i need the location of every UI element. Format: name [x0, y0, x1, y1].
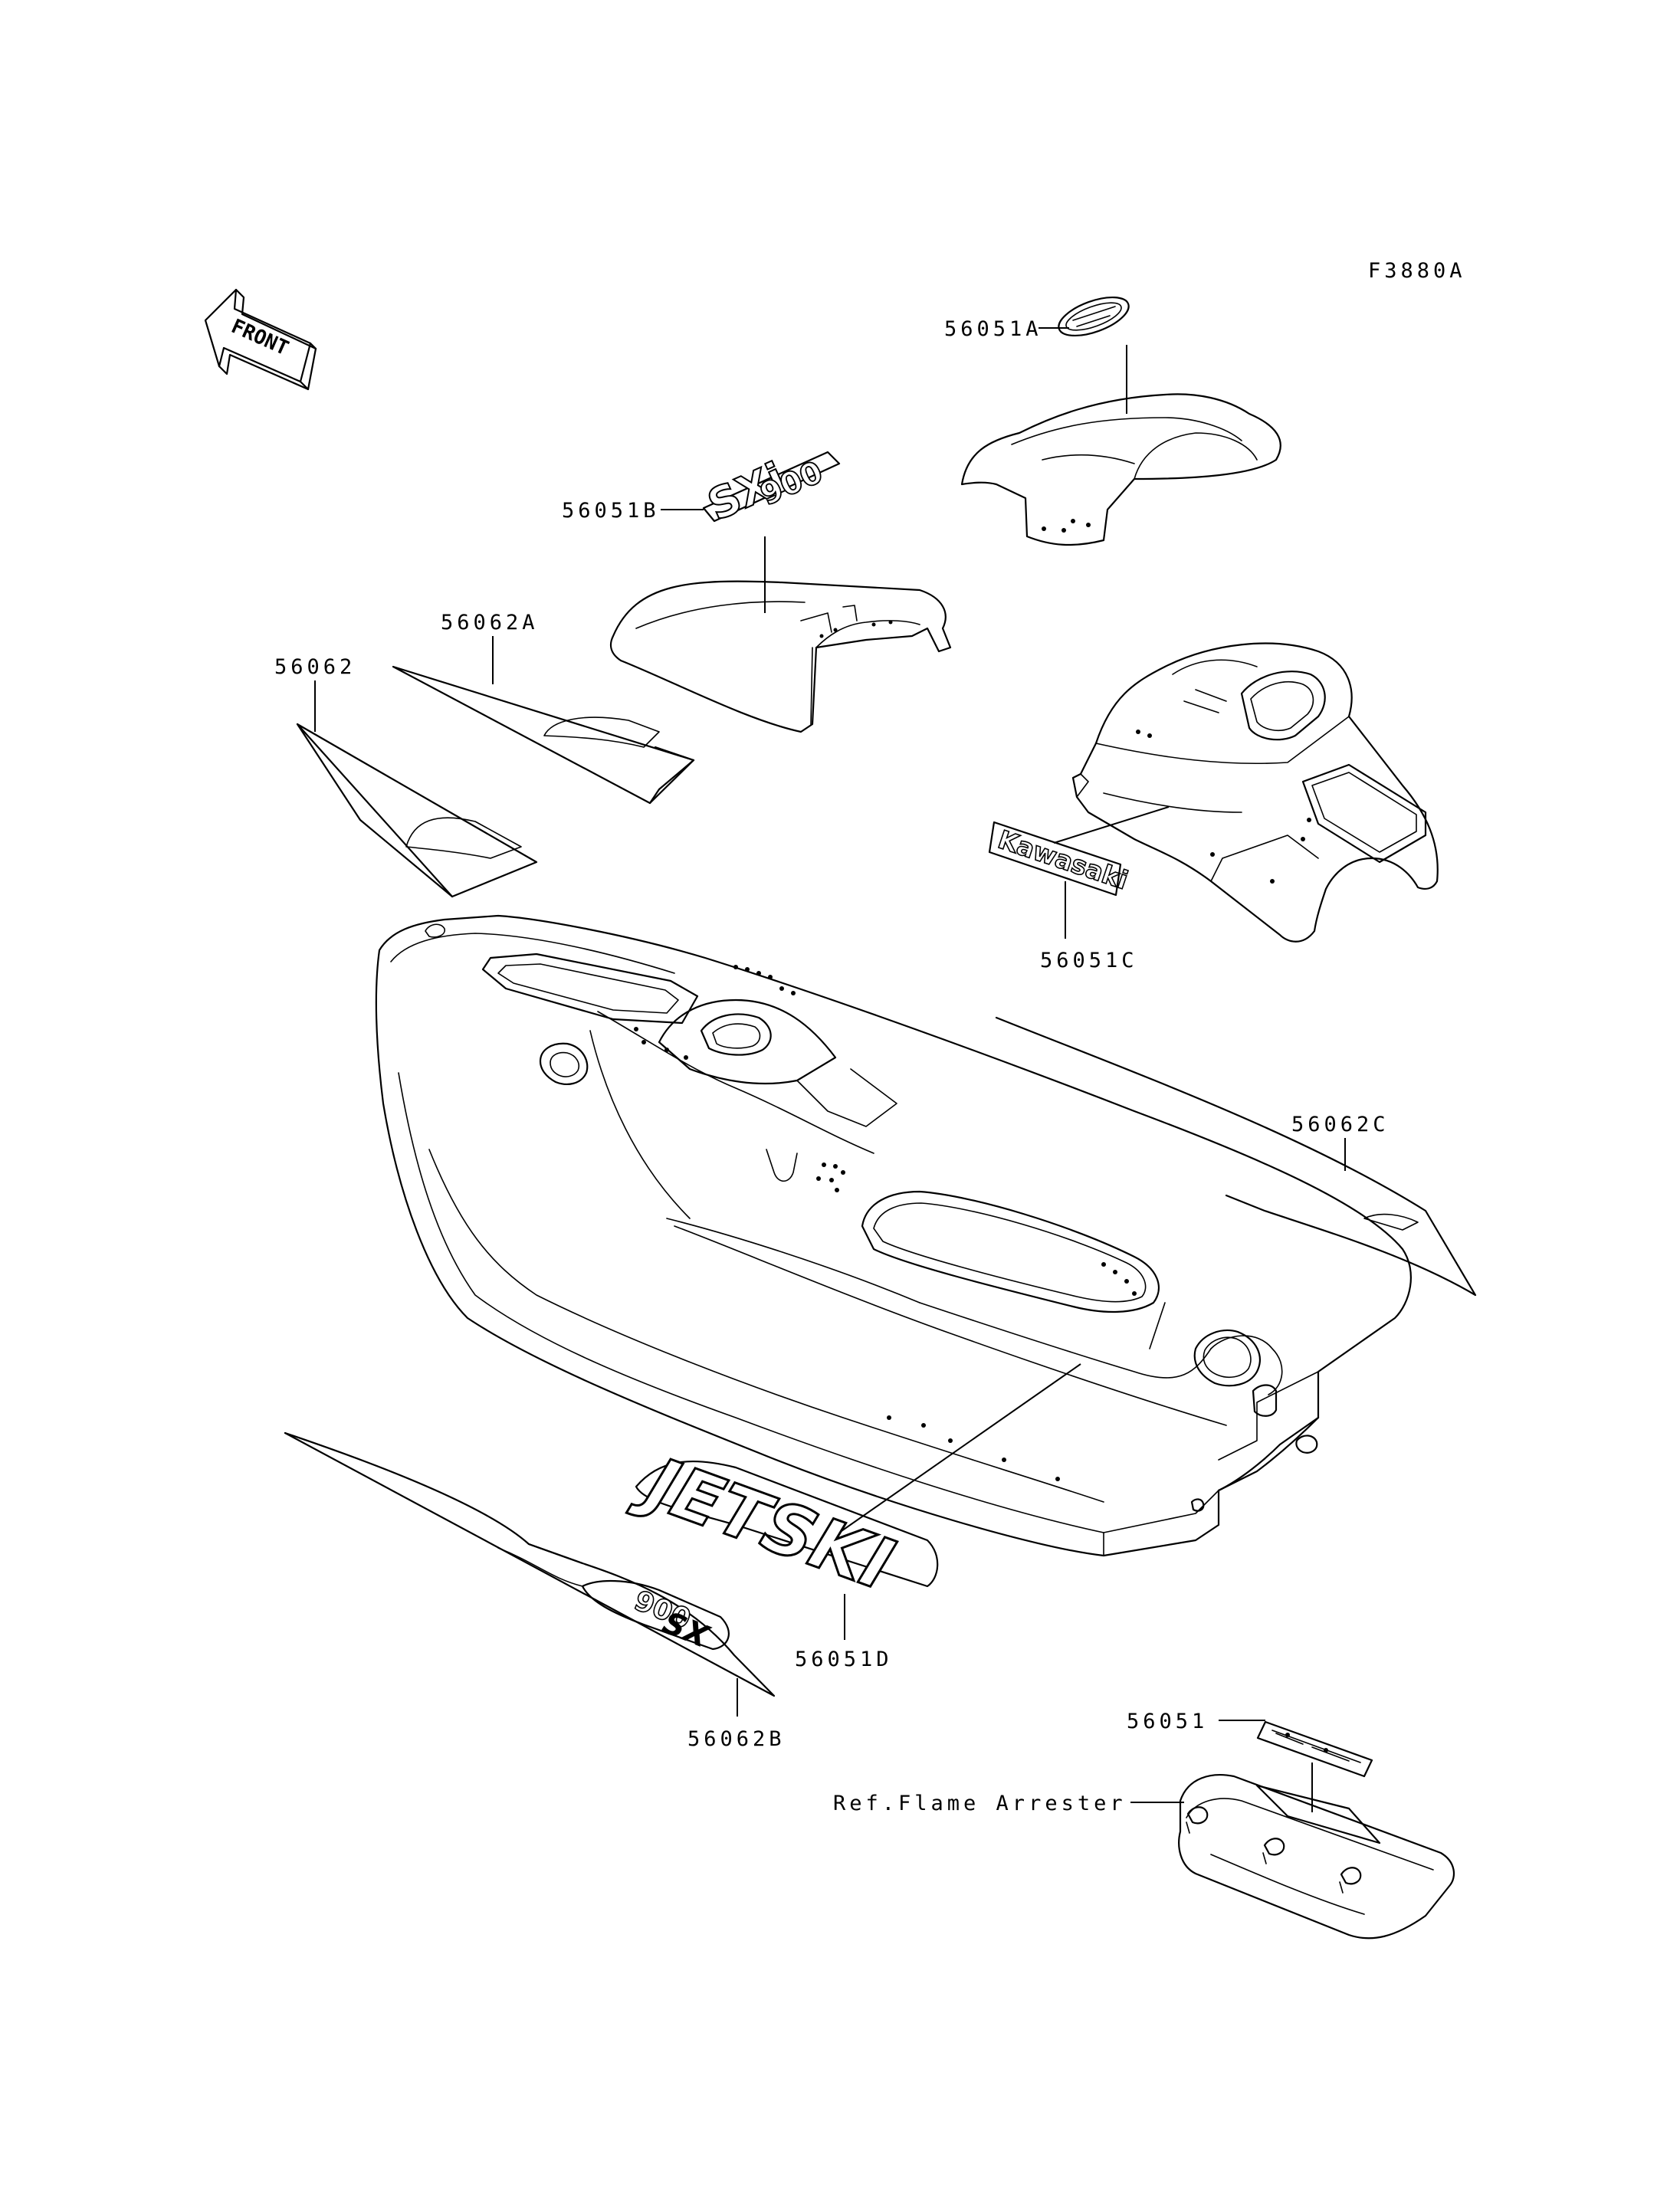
seat-part — [960, 393, 1281, 546]
side-stripe-decal-56062C — [995, 1016, 1477, 1297]
callout-56062C: 56062C — [1291, 1113, 1390, 1136]
callout-56062A: 56062A — [441, 611, 539, 635]
callout-56051D: 56051D — [795, 1648, 893, 1671]
oval-emblem-decal — [1058, 296, 1130, 337]
flame-arrester-label-decal — [1256, 1720, 1373, 1778]
kawasaki-decal-text: Kawasaki — [994, 825, 1131, 896]
callout-56062: 56062 — [274, 655, 356, 679]
sxi-decal: SXi 900 — [700, 451, 841, 532]
stripe-decal-56062A — [392, 665, 695, 805]
callout-flame-arrester: Ref.Flame Arrester — [833, 1792, 1127, 1815]
front-arrow-icon: FRONT — [204, 288, 317, 391]
callout-56051A: 56051A — [944, 317, 1042, 341]
hood-cover-part — [1071, 642, 1439, 943]
kawasaki-decal: Kawasaki — [988, 821, 1132, 896]
callout-56051: 56051 — [1127, 1710, 1208, 1733]
hull-part — [375, 914, 1412, 1557]
stripe-decal-56062 — [296, 723, 538, 898]
callout-56051C: 56051C — [1040, 949, 1138, 972]
flame-arrester-part — [1178, 1774, 1455, 1940]
figure-code: F3880A — [1368, 259, 1466, 283]
engine-cover-part — [609, 580, 952, 733]
callout-56051B: 56051B — [562, 499, 660, 523]
callout-56062B: 56062B — [687, 1727, 786, 1751]
jetski-decal: JETSKI — [624, 1437, 939, 1608]
